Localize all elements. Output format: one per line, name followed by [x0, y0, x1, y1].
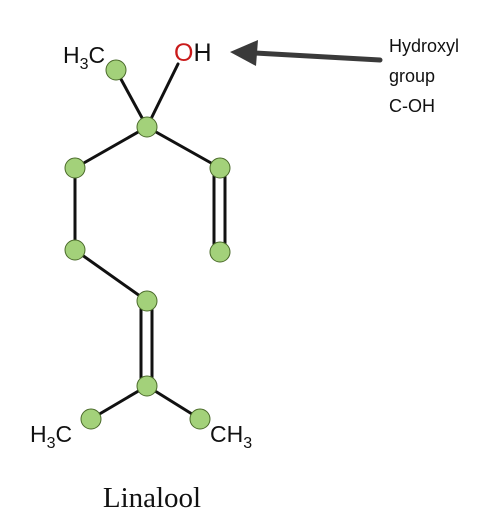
label-methyl-right: CH3	[210, 421, 252, 452]
annotation-arrow	[230, 40, 383, 66]
carbon-atom-chain-2	[64, 239, 86, 261]
bond-quaternary-to-vinyl	[145, 125, 222, 170]
carbon-atom-alkene-2	[136, 375, 158, 397]
bond-to-left-methyl	[89, 384, 149, 421]
carbon-atom-methyl-right	[189, 408, 211, 430]
carbon-atom-methyl-top	[105, 59, 127, 81]
bond-chain-to-alkene	[73, 248, 149, 303]
carbon-atom-methyl-left	[80, 408, 102, 430]
label-hydroxyl: OH	[174, 39, 212, 67]
annotation-line-2: group	[389, 66, 435, 86]
carbon-atom-alkene-1	[136, 290, 158, 312]
bond-quaternary-to-left-chain	[73, 125, 149, 170]
diagram-title: Linalool	[103, 482, 201, 514]
label-methyl-top: H3C	[63, 42, 105, 73]
carbon-atom-chain-1	[64, 157, 86, 179]
carbon-atom-vinyl-1	[209, 157, 231, 179]
annotation-line-3: C-OH	[389, 96, 435, 116]
arrow-head-icon	[230, 40, 258, 66]
arrow-shaft	[252, 50, 383, 63]
label-methyl-left: H3C	[30, 421, 72, 452]
atoms	[64, 59, 231, 430]
carbon-atom-vinyl-2	[209, 241, 231, 263]
annotation-line-1: Hydroxyl	[389, 36, 459, 56]
bond-methyl-to-quaternary-carbon	[114, 68, 149, 129]
bond-hydroxyl-to-quaternary-carbon	[145, 62, 180, 129]
carbon-atom-quaternary	[136, 116, 158, 138]
